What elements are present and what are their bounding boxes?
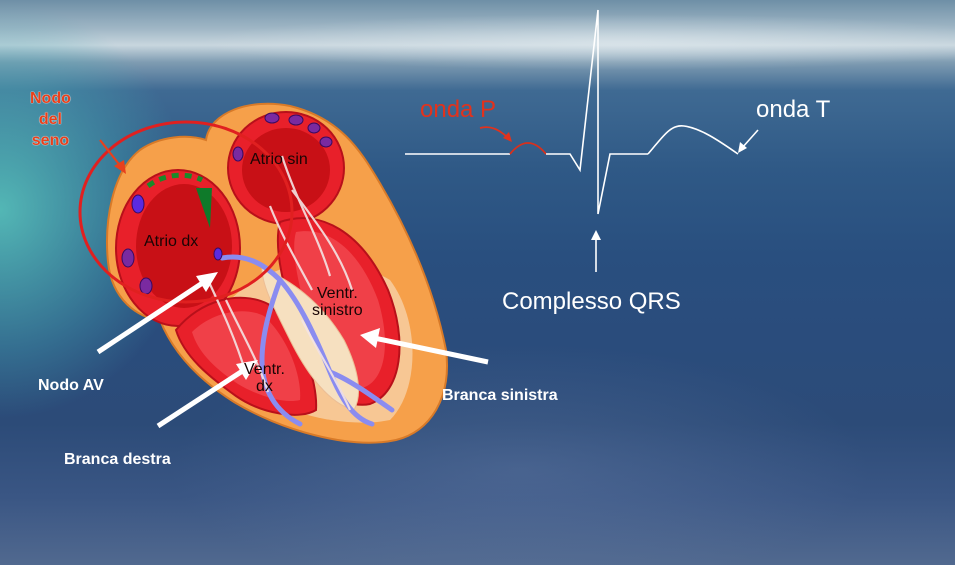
ventr-dx-label: Ventr. dx xyxy=(244,362,285,396)
complesso-qrs-label: Complesso QRS xyxy=(502,290,681,314)
branca-sinistra-label: Branca sinistra xyxy=(442,388,558,404)
atrio-dx-label: Atrio dx xyxy=(144,234,198,251)
onda-t-label: onda T xyxy=(756,98,830,122)
nodo-del-seno-line-1: Nodo xyxy=(30,88,71,109)
ventr-dx-line-2: dx xyxy=(244,379,285,396)
branca-destra-label: Branca destra xyxy=(64,452,171,468)
onda-p-label: onda P xyxy=(420,98,496,122)
ventr-sinistro-line-2: sinistro xyxy=(312,303,363,320)
nodo-av-label: Nodo AV xyxy=(38,378,104,394)
ventr-dx-line-1: Ventr. xyxy=(244,362,285,379)
atrio-sin-label: Atrio sin xyxy=(250,152,308,169)
nodo-del-seno-label: Nodo del seno xyxy=(30,88,71,151)
nodo-del-seno-line-2: del xyxy=(30,109,71,130)
nodo-del-seno-line-3: seno xyxy=(30,130,71,151)
ventr-sinistro-line-1: Ventr. xyxy=(312,286,363,303)
ventr-sinistro-label: Ventr. sinistro xyxy=(312,286,363,320)
